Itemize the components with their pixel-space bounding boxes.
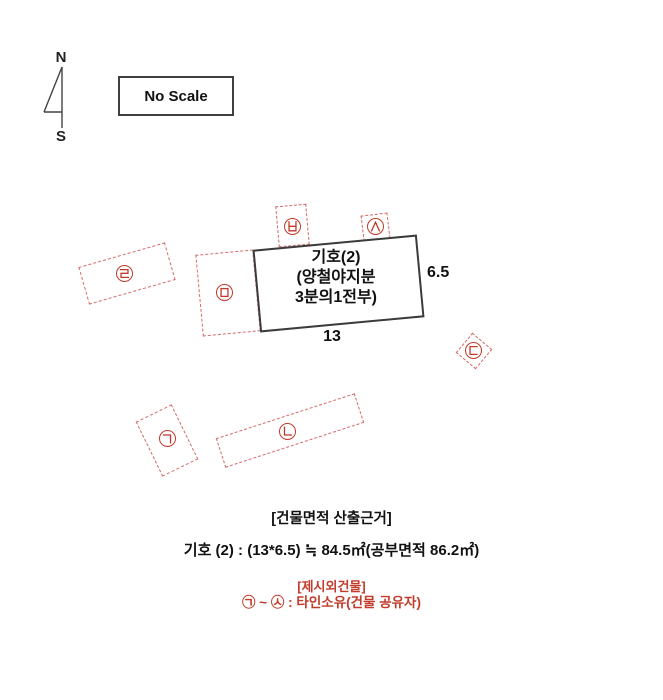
building-label-line1: 기호(2) <box>311 249 361 266</box>
marker-circled-bieup-icon <box>284 218 301 235</box>
no-scale-box: No Scale <box>118 76 234 116</box>
marker-circled-nieun-icon <box>279 423 296 440</box>
marker-circled-mieum-icon <box>216 284 233 301</box>
area-basis-title: [건물면적 산출근거] <box>271 511 392 527</box>
compass-north-label: N <box>55 49 67 66</box>
building-label-line3: 3분의1전부) <box>294 289 378 306</box>
extra-building-title: [제시외건물] <box>297 579 366 594</box>
no-scale-label: No Scale <box>144 87 208 105</box>
north-arrow-icon <box>43 66 63 128</box>
marker-circled-rieul-icon <box>116 265 133 282</box>
area-basis-formula: 기호 (2) : (13*6.5) ≒ 84.5㎡(공부면적 86.2㎡) <box>183 542 480 559</box>
compass-south-label: S <box>55 128 67 145</box>
marker-circled-siot-icon <box>367 218 384 235</box>
building-label-line2: (양철야지분 <box>296 269 376 286</box>
marker-circled-giyeok-icon <box>159 430 176 447</box>
extra-building-note: ㉠ ~ ㉦ : 타인소유(건물 공유자) <box>242 595 421 610</box>
dimension-bottom-label: 13 <box>323 328 341 345</box>
main-building-label: 기호(2) (양철야지분 3분의1전부) <box>295 248 377 308</box>
marker-circled-digeut-icon <box>465 342 482 359</box>
dimension-side-label: 6.5 <box>427 264 450 281</box>
